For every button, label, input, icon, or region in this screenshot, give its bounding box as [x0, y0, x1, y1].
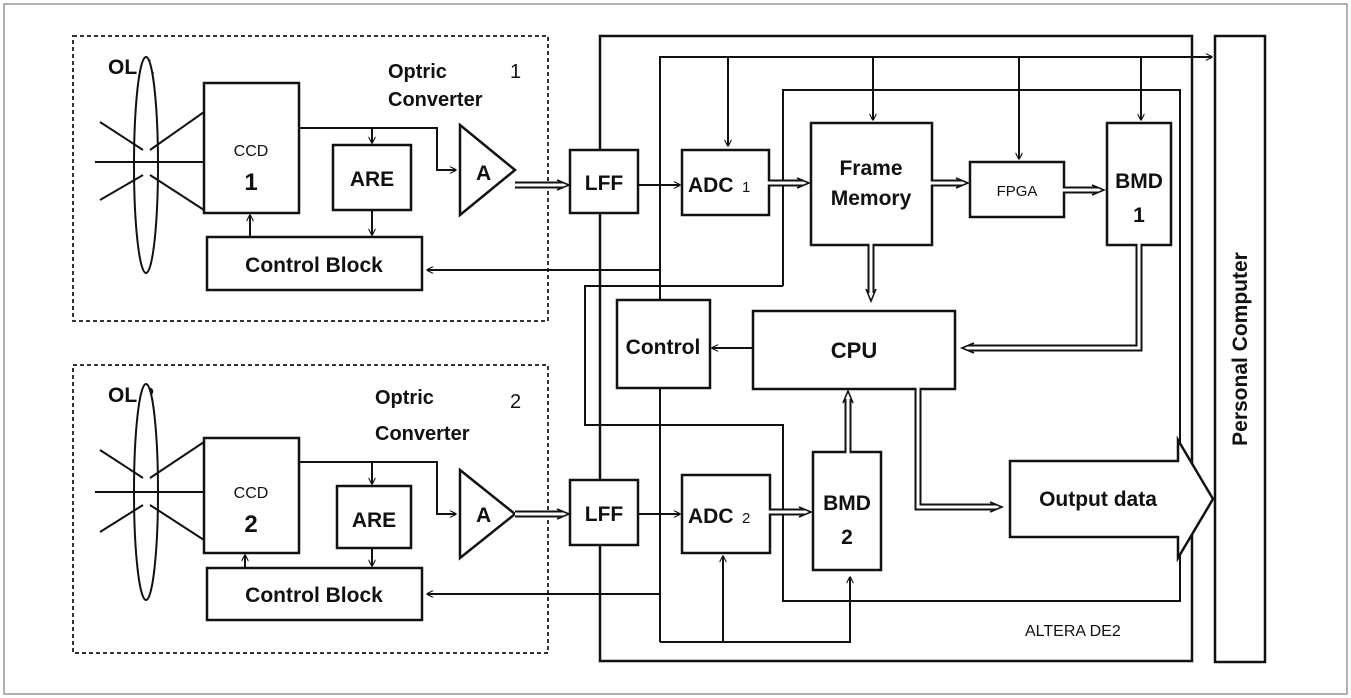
output-data — [1008, 435, 1215, 563]
frame-memory-label-line1: Frame — [839, 157, 902, 180]
amplifier-2-label: A — [476, 504, 491, 527]
control-block-2-label: Control Block — [245, 584, 383, 607]
adc-2 — [680, 473, 772, 555]
adc-1-subscript: 1 — [742, 179, 750, 196]
altera-board-frame — [598, 34, 1194, 663]
output-data-label: Output data — [1039, 488, 1157, 511]
are-1 — [331, 143, 413, 212]
fpga — [968, 160, 1066, 219]
control-block-1 — [205, 235, 424, 292]
adc-2-label: ADC — [688, 505, 734, 528]
channel-1-number: 1 — [510, 61, 521, 83]
outer-frame — [3, 3, 1348, 695]
amplifier-2 — [458, 467, 518, 561]
optic-converter-2-frame — [72, 364, 549, 654]
ccd-1-number: 1 — [244, 169, 257, 196]
bmd-1-number: 1 — [1133, 204, 1145, 227]
lff-1 — [568, 148, 640, 215]
adc-1-label: ADC — [688, 174, 734, 197]
optic-converter-2-label-line1: Optric — [375, 387, 434, 409]
bus-lines — [427, 57, 1212, 643]
bmd-1 — [1105, 121, 1173, 247]
bmd-2-number: 2 — [841, 526, 853, 549]
frame-memory-label-line2: Memory — [831, 187, 912, 210]
bmd-1-to-cpu-link — [959, 243, 1143, 354]
light-rays-1 — [95, 111, 205, 211]
amplifier-1-label: A — [476, 162, 491, 185]
frame-memory-to-cpu-link — [865, 243, 877, 304]
cpu-label: CPU — [831, 338, 877, 363]
channel-1-wiring — [250, 127, 456, 237]
personal-computer — [1213, 34, 1267, 664]
adc-2-subscript: 2 — [742, 510, 750, 527]
ccd-1-label: CCD — [234, 143, 269, 160]
channel-2-wiring — [245, 461, 456, 568]
cpu-to-output-link — [914, 387, 1005, 513]
bmd-1-label: BMD — [1115, 170, 1163, 193]
bmd-2-to-cpu-link — [842, 388, 854, 454]
control-block-2 — [205, 566, 424, 622]
objective-lens-1 — [133, 56, 159, 274]
adc-2-to-bmd-2-link — [768, 506, 814, 518]
control-block-1-label: Control Block — [245, 254, 383, 277]
lff-2 — [568, 478, 640, 547]
control-unit — [615, 298, 712, 390]
optic-converter-1-label-line1: Optric — [388, 61, 447, 83]
altera-board-label: ALTERA DE2 — [1025, 623, 1121, 640]
cpu — [751, 309, 957, 391]
fpga-to-bmd-1-link — [1062, 184, 1107, 196]
amp-2-to-lff-2-link — [515, 508, 572, 520]
frame-memory — [809, 121, 934, 247]
are-2-label: ARE — [352, 509, 396, 532]
control-unit-label: Control — [626, 336, 701, 359]
amplifier-1 — [458, 122, 517, 218]
amp-1-to-lff-1-link — [515, 179, 572, 191]
are-2 — [335, 484, 413, 550]
lff-2-label: LFF — [585, 503, 624, 526]
bmd-2 — [811, 450, 883, 572]
ccd-1 — [202, 81, 301, 215]
optic-converter-1-label-line2: Converter — [388, 89, 483, 111]
light-rays-2 — [95, 441, 205, 541]
fpga-label: FPGA — [997, 183, 1038, 200]
lff-1-label: LFF — [585, 172, 624, 195]
ccd-2-number: 2 — [244, 511, 257, 538]
ccd-2 — [202, 436, 301, 555]
channel-2-number: 2 — [510, 391, 521, 413]
personal-computer-label: Personal Computer — [1229, 252, 1252, 446]
optic-converter-1-frame — [72, 35, 549, 322]
ccd-2-label: CCD — [234, 485, 269, 502]
frame-memory-to-fpga-link — [930, 177, 971, 189]
adc-1 — [680, 148, 771, 217]
adc-1-to-frame-memory-link — [767, 177, 812, 189]
optic-converter-2-label-line2: Converter — [375, 423, 470, 445]
bmd-2-label: BMD — [823, 492, 871, 515]
are-1-label: ARE — [350, 168, 394, 191]
